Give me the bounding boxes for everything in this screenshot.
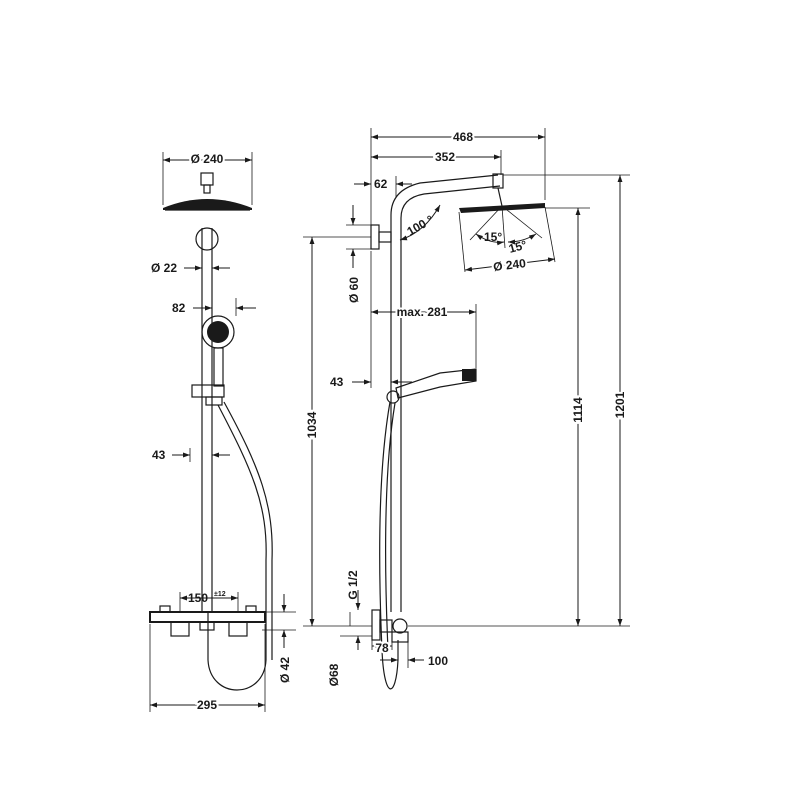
side-dim-bracket-diameter: Ø 60 — [346, 205, 371, 303]
side-hand-reach-label: max. 281 — [397, 305, 448, 319]
front-hose — [207, 401, 273, 691]
front-dim-mixer-spacing: 150 ±12 — [179, 591, 239, 612]
side-wall-bracket — [370, 224, 392, 250]
front-riser-pipe — [195, 227, 219, 612]
front-head-shower — [163, 172, 252, 211]
front-dim-mixer-width: 295 — [149, 624, 266, 714]
side-hose — [379, 401, 399, 690]
front-holder-offset-label: 43 — [152, 448, 166, 462]
side-swivel-angle-label: 100 ° — [405, 212, 437, 238]
side-tilt-right-label: 15° — [507, 238, 528, 256]
front-dim-holder: 43 — [152, 448, 230, 462]
front-dim-pipe-diameter: Ø 22 — [151, 261, 230, 275]
side-bracket-diameter-label: Ø 60 — [347, 277, 361, 303]
side-dim-head-diameter: Ø 240 — [458, 206, 556, 276]
front-hand-shower — [191, 315, 235, 406]
side-hand-shower — [386, 368, 477, 404]
side-dim-head-height-high: 1201 — [503, 174, 630, 626]
side-dim-wall-projection: 100 — [380, 642, 448, 668]
side-wall-projection-label: 100 — [428, 654, 448, 668]
side-head-diameter-label: Ø 240 — [492, 256, 526, 274]
front-mixer — [149, 605, 266, 637]
side-mixer — [371, 609, 630, 643]
front-dim-head-diameter: Ø 240 — [162, 150, 253, 205]
front-pipe-diameter-label: Ø 22 — [151, 261, 177, 275]
front-mixer-spacing-label: 150 — [188, 591, 208, 605]
side-head-reach-label: 352 — [435, 150, 455, 164]
side-overall-reach-label: 468 — [453, 130, 473, 144]
side-inlet-diameter-label: Ø68 — [327, 663, 341, 686]
side-dim-inlet-offset: 78 — [371, 636, 393, 657]
front-mixer-body-diameter-label: Ø 42 — [278, 657, 292, 683]
side-tilt-left-label: 15° — [484, 230, 502, 244]
side-arm-offset-label: 62 — [374, 177, 388, 191]
side-head-height-high-label: 1201 — [613, 391, 627, 418]
front-mixer-spacing-tolerance: ±12 — [214, 591, 226, 598]
side-dim-arm-offset: 62 — [354, 176, 412, 198]
front-head-diameter-label: Ø 240 — [191, 152, 224, 166]
front-mixer-width-label: 295 — [197, 698, 217, 712]
side-holder-offset-label: 43 — [330, 375, 344, 389]
front-hand-shower-offset-label: 82 — [172, 301, 186, 315]
side-dim-swivel-angle: 100 ° — [399, 204, 441, 241]
side-dim-overall-reach: 468 — [370, 128, 546, 225]
side-head-height-low-label: 1114 — [571, 397, 585, 423]
front-dim-hand-shower: 82 — [172, 298, 256, 316]
side-dim-holder-offset: 43 — [330, 375, 412, 389]
side-inlet-offset-label: 78 — [375, 641, 389, 655]
side-dim-rail-height: 1034 — [303, 236, 372, 627]
front-dim-mixer-body: Ø 42 — [262, 594, 296, 683]
side-inlet-thread-label: G 1/2 — [346, 570, 360, 600]
side-dim-inlet-thread: G 1/2 — [346, 570, 361, 610]
side-rail-height-label: 1034 — [305, 411, 319, 438]
side-dim-hand-reach: max. 281 — [370, 251, 477, 388]
side-dim-tilt: 15° 15° — [469, 205, 543, 256]
side-dim-inlet-diameter: Ø68 — [327, 612, 372, 686]
side-dim-head-height-low: 1114 — [545, 207, 590, 626]
front-view — [149, 172, 273, 691]
side-view — [370, 173, 630, 690]
side-dim-head-reach: 352 — [371, 148, 502, 175]
